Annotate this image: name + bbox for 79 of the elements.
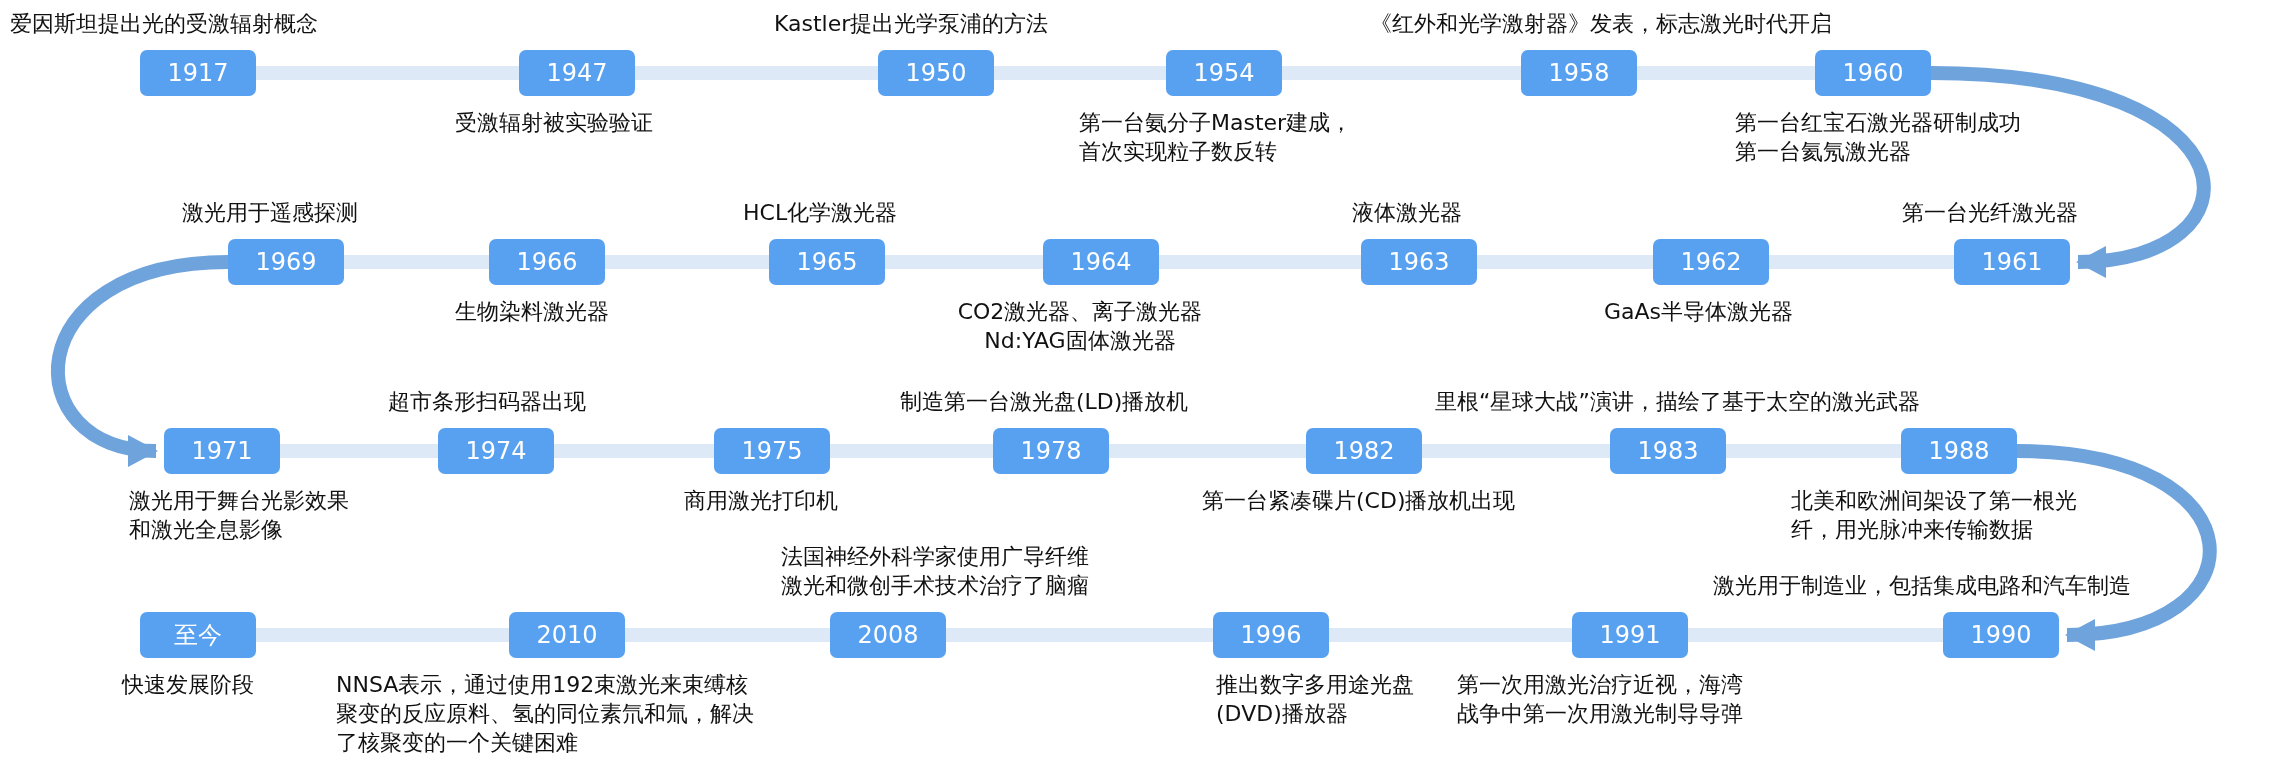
timeline-band (1109, 444, 1306, 458)
year-badge: 1991 (1572, 612, 1688, 658)
year-badge: 1963 (1361, 239, 1477, 285)
event-text: 第一台红宝石激光器研制成功 (1735, 109, 2021, 137)
year-badge: 1954 (1166, 50, 1282, 96)
year-badge: 1960 (1815, 50, 1931, 96)
timeline-band (256, 66, 519, 80)
event-text: 第一次用激光治疗近视，海湾战争中第一次用激光制导导弹 (1457, 671, 1744, 728)
year-badge: 1962 (1653, 239, 1769, 285)
timeline-band (1726, 444, 1901, 458)
year-badge: 2008 (830, 612, 946, 658)
year-badge: 1982 (1306, 428, 1422, 474)
event-text: NNSA表示，通过使用192束激光来束缚核聚变的反应原料、氢的同位素氘和氚，解决了核聚变的一个关键困难 (336, 671, 755, 757)
event-text: 第一台氦氖激光器 (1735, 138, 1912, 166)
year-badge: 1983 (1610, 428, 1726, 474)
event-text: 里根“星球大战”演讲，描绘了基于太空的激光武器 (1435, 388, 1920, 416)
year-badge: 1966 (489, 239, 605, 285)
year-badge: 2010 (509, 612, 625, 658)
year-badge: 1974 (438, 428, 554, 474)
year-badge: 1975 (714, 428, 830, 474)
year-badge: 1947 (519, 50, 635, 96)
curved-arrow (51, 255, 229, 464)
event-text: 激光用于舞台光影效果和激光全息影像 (129, 487, 350, 544)
event-text: 生物染料激光器 (455, 298, 609, 326)
timeline-band (1477, 255, 1653, 269)
event-text: 第一台氨分子Master建成，首次实现粒子数反转 (1079, 109, 1354, 166)
year-badge: 1978 (993, 428, 1109, 474)
timeline-band (605, 255, 769, 269)
timeline-band (256, 628, 509, 642)
event-text: 法国神经外科学家使用广导纤维激光和微创手术技术治疗了脑瘤 (781, 543, 1090, 600)
event-text: 推出数字多用途光盘(DVD)播放器 (1216, 671, 1415, 728)
timeline-band (1159, 255, 1361, 269)
event-text: 受激辐射被实验验证 (455, 109, 653, 137)
timeline-band (344, 255, 489, 269)
event-text: CO2激光器、离子激光器 (957, 298, 1203, 326)
year-badge: 至今 (140, 612, 256, 658)
timeline-band (1329, 628, 1572, 642)
year-badge: 1990 (1943, 612, 2059, 658)
year-badge: 1965 (769, 239, 885, 285)
event-text: 第一台光纤激光器 (1902, 199, 2078, 227)
event-text: Nd:YAG固体激光器 (984, 327, 1176, 355)
event-text: GaAs半导体激光器 (1604, 298, 1794, 326)
timeline-band (1282, 66, 1521, 80)
curved-arrow (1930, 66, 2211, 276)
event-text: 《红外和光学激射器》发表，标志激光时代开启 (1370, 10, 1832, 38)
timeline-band (1637, 66, 1815, 80)
event-text: 制造第一台激光盘(LD)播放机 (900, 388, 1189, 416)
event-text: Kastler提出光学泵浦的方法 (774, 10, 1049, 38)
timeline-band (994, 66, 1166, 80)
curved-arrow (2016, 444, 2217, 649)
event-text: 超市条形扫码器出现 (388, 388, 586, 416)
timeline-band (280, 444, 438, 458)
year-badge: 1961 (1954, 239, 2070, 285)
event-text: 商用激光打印机 (684, 487, 838, 515)
timeline-band (1769, 255, 1954, 269)
year-badge: 1964 (1043, 239, 1159, 285)
year-badge: 1988 (1901, 428, 2017, 474)
year-badge: 1958 (1521, 50, 1637, 96)
event-text: 北美和欧洲间架设了第一根光纤，用光脉冲来传输数据 (1791, 487, 2078, 544)
timeline-band (1422, 444, 1610, 458)
timeline-band (830, 444, 993, 458)
timeline-band (1688, 628, 1943, 642)
event-text: 激光用于遥感探测 (182, 199, 358, 227)
year-badge: 1950 (878, 50, 994, 96)
event-text: 液体激光器 (1352, 199, 1462, 227)
event-text: 第一台紧凑碟片(CD)播放机出现 (1202, 487, 1516, 515)
timeline-band (554, 444, 714, 458)
event-text: HCL化学激光器 (743, 199, 898, 227)
year-badge: 1996 (1213, 612, 1329, 658)
event-text: 快速发展阶段 (122, 671, 254, 699)
year-badge: 1917 (140, 50, 256, 96)
event-text: 激光用于制造业，包括集成电路和汽车制造 (1713, 572, 2131, 600)
timeline-band (625, 628, 830, 642)
event-text: 爱因斯坦提出光的受激辐射概念 (10, 10, 318, 38)
year-badge: 1971 (164, 428, 280, 474)
timeline-band (885, 255, 1043, 269)
year-badge: 1969 (228, 239, 344, 285)
timeline-band (946, 628, 1213, 642)
timeline-band (635, 66, 878, 80)
